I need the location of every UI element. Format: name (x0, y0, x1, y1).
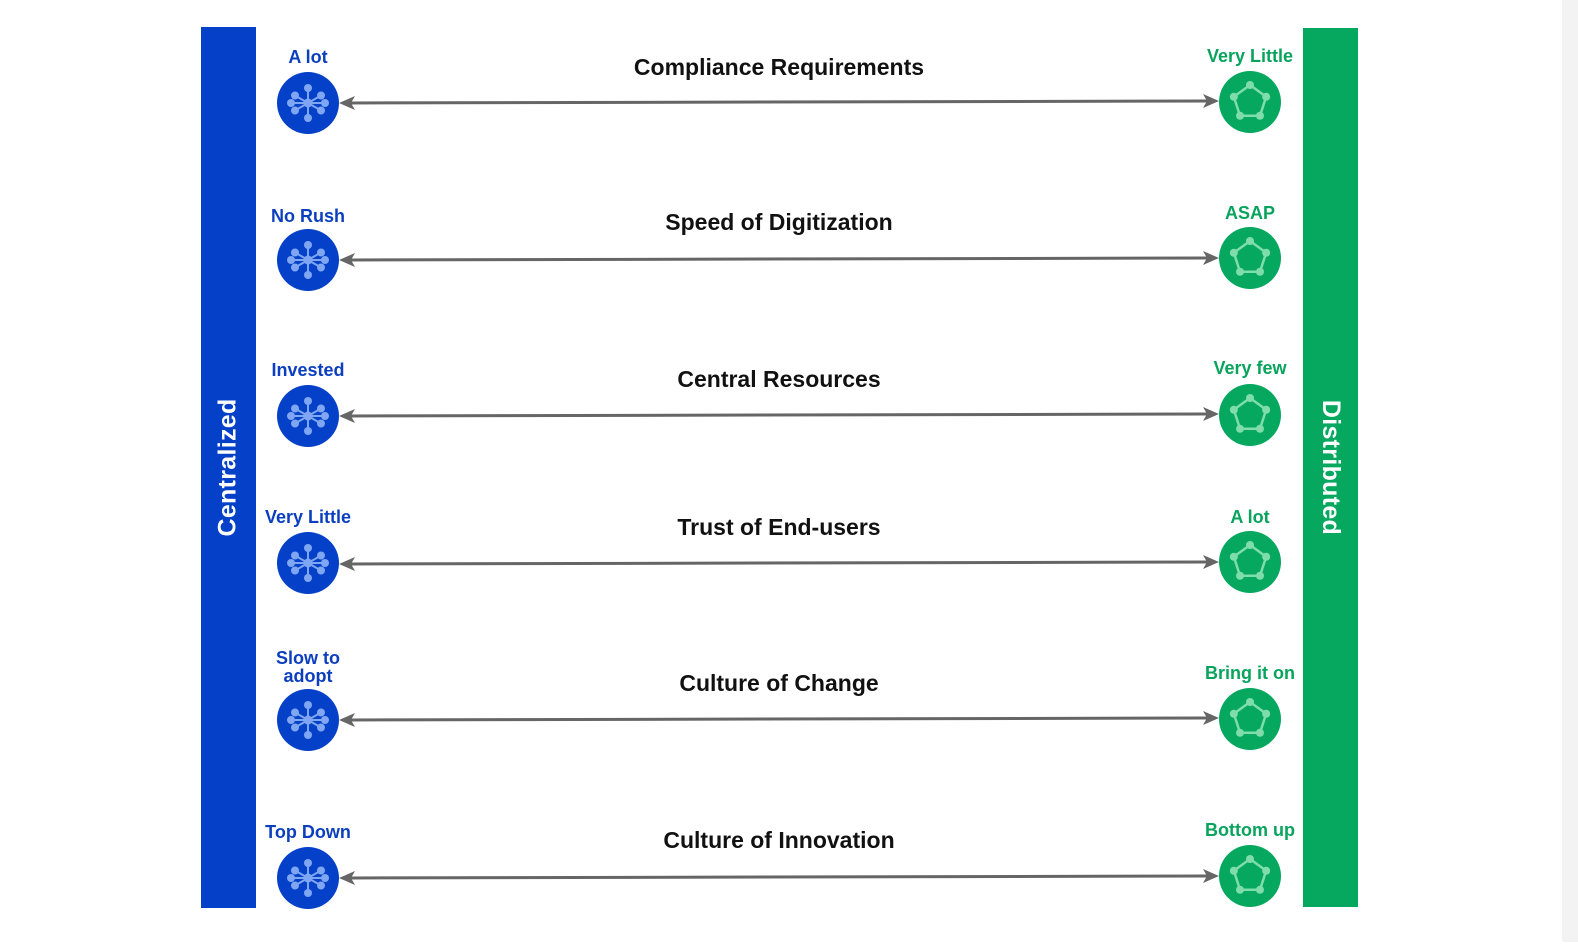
right-value-label: Very Little (1206, 46, 1294, 66)
left-value-label: A lot (288, 47, 328, 67)
double-arrow (339, 407, 1219, 423)
spectrum-row: Culture of Change Slow to adopt Bring it… (0, 649, 1578, 788)
double-arrow (339, 251, 1219, 267)
page-edge-strip (1562, 0, 1578, 942)
hub-network-icon (277, 689, 339, 751)
left-value-label-line: adopt (283, 666, 333, 686)
right-value-label: ASAP (1224, 203, 1275, 223)
row-title: Culture of Innovation (663, 827, 895, 853)
hub-network-icon (277, 532, 339, 594)
double-arrow (339, 869, 1219, 885)
hub-network-icon (277, 72, 339, 134)
left-value-label: Invested (271, 360, 345, 380)
left-value-label: Slow to adopt (248, 649, 368, 685)
spectrum-row: Culture of Innovation Top Down Bottom up (0, 815, 1578, 945)
distributed-bar: Distributed (1303, 28, 1358, 907)
right-value-label: A lot (1230, 507, 1270, 527)
pentagon-network-icon (1219, 845, 1281, 907)
hub-network-icon (277, 847, 339, 909)
left-value-label: Very Little (264, 507, 352, 527)
pentagon-network-icon (1219, 384, 1281, 446)
double-arrow (339, 555, 1219, 571)
pentagon-network-icon (1219, 531, 1281, 593)
right-value-label: Very few (1213, 358, 1287, 378)
right-value-label: Bring it on (1205, 663, 1295, 683)
hub-network-icon (277, 229, 339, 291)
spectrum-row: Compliance Requirements A lot Very Littl… (0, 42, 1578, 172)
centralized-bar: Centralized (201, 27, 256, 908)
right-value-label: Bottom up (1205, 820, 1295, 840)
pentagon-network-icon (1219, 71, 1281, 133)
left-value-label: Top Down (265, 822, 351, 842)
hub-network-icon (277, 385, 339, 447)
spectrum-row: Trust of End-users Very Little A lot (0, 502, 1578, 632)
double-arrow (339, 94, 1219, 110)
pentagon-network-icon (1219, 227, 1281, 289)
double-arrow (339, 711, 1219, 727)
spectrum-row: Speed of Digitization No Rush ASAP (0, 199, 1578, 329)
row-title: Compliance Requirements (633, 54, 925, 80)
row-title: Speed of Digitization (665, 209, 893, 235)
left-value-label: No Rush (271, 206, 345, 226)
spectrum-row: Central Resources Invested Very few (0, 355, 1578, 485)
left-value-label-line: Slow to (276, 648, 340, 668)
row-title: Trust of End-users (677, 514, 881, 540)
pentagon-network-icon (1219, 688, 1281, 750)
row-title: Central Resources (677, 366, 881, 392)
row-title: Culture of Change (679, 670, 879, 696)
